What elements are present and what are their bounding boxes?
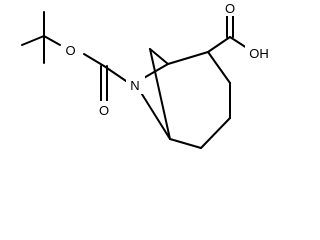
atom-label-acid-hydroxyl: OH <box>249 46 269 61</box>
bond-ring-bottom-left <box>169 138 202 149</box>
bond-ring-bottom <box>200 117 231 149</box>
atom-label-acid-carbonyl-oxygen: O <box>225 1 235 16</box>
bond-carbonyl-to-nitrogen <box>103 65 127 82</box>
bond-tbu-to-oxygen <box>43 35 61 46</box>
bond-oxygen-to-carbonyl-carbon <box>83 53 105 67</box>
bond-ring-right-side <box>207 51 231 84</box>
atom-label-bridge-nitrogen: N <box>130 78 139 93</box>
atom-label-carbonyl-oxygen: O <box>99 103 109 118</box>
skeletal-formula: O O N O OH <box>21 1 269 149</box>
bond-upper-ring <box>167 51 209 65</box>
bond-ring-to-acid-carbon <box>207 36 231 53</box>
bond-acid-to-hydroxyl <box>229 36 248 49</box>
atom-label-ester-oxygen: O <box>65 43 75 58</box>
bond-tbu-methyl-left <box>21 35 45 46</box>
structure-canvas: O O N O OH <box>21 1 269 149</box>
bond-bridge-diagonal <box>149 48 171 140</box>
bond-bridge-top <box>149 48 169 65</box>
bond-n-to-lower-bridgehead <box>139 90 171 140</box>
